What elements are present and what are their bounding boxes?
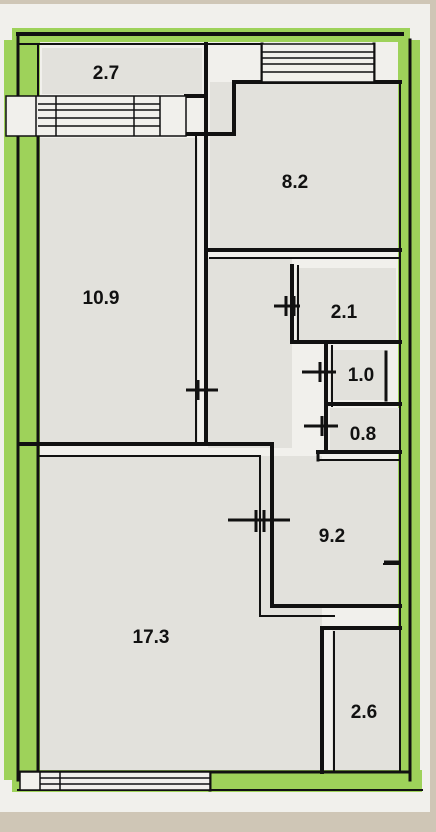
room-hall-area: 9.2 <box>319 526 345 547</box>
door-marker-small-b <box>302 362 336 382</box>
room-large-area: 17.3 <box>133 627 170 648</box>
room-top-left-area: 2.7 <box>93 63 119 84</box>
wall-large-hall-step-inner <box>259 455 335 617</box>
door-marker-large <box>228 510 290 532</box>
window-left <box>5 95 187 137</box>
room-bottom-right-area: 2.6 <box>351 702 377 723</box>
window-top-frame <box>261 43 375 83</box>
door-markers <box>186 296 400 564</box>
room-left-middle-fill <box>40 138 198 444</box>
wall-large-hall-step <box>270 442 402 608</box>
room-bottom-right-fill <box>332 630 400 770</box>
window-left-frame <box>5 95 187 137</box>
room-small-b-area: 1.0 <box>348 365 374 386</box>
window-top-lines <box>262 51 374 73</box>
room-large-fill <box>40 456 322 770</box>
room-top-left-fill <box>42 48 202 94</box>
corridor-fill <box>208 258 292 448</box>
door-marker-small-c <box>304 416 338 436</box>
window-bottom-mullions <box>39 772 61 790</box>
window-left-mullions <box>35 96 161 136</box>
room-labels: 2.7 8.2 10.9 2.1 1.0 0.8 9.2 17.3 2.6 <box>83 63 378 723</box>
window-bottom-frame <box>19 771 211 791</box>
door-marker-small-a <box>274 296 300 316</box>
room-small-a-area: 2.1 <box>331 302 358 323</box>
door-marker-left-room-b <box>196 380 208 400</box>
room-left-middle-area: 10.9 <box>83 288 120 309</box>
room-small-b-fill <box>330 350 386 400</box>
room-small-a-fill <box>296 268 396 340</box>
room-top-right-area: 8.2 <box>282 172 308 193</box>
window-bottom <box>19 771 211 791</box>
window-bottom-lines <box>40 777 210 785</box>
window-left-lines <box>38 103 160 127</box>
window-top <box>261 43 375 83</box>
outer-band-left <box>4 40 40 780</box>
room-fills <box>40 48 400 770</box>
room-small-c-area: 0.8 <box>350 424 376 445</box>
room-top-right-fill <box>210 82 398 252</box>
room-small-c-fill <box>330 408 400 452</box>
